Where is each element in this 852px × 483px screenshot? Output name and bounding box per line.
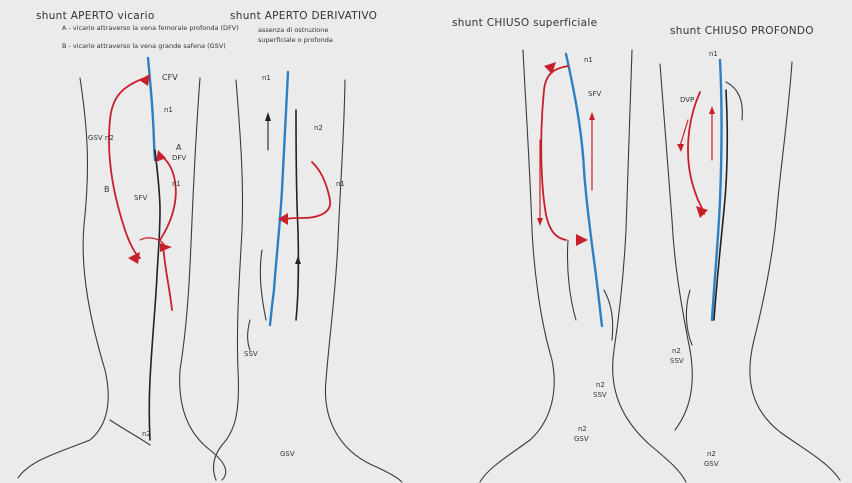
label-n1-top: n1 (164, 106, 173, 114)
flow-arrowhead-icon (295, 256, 301, 264)
panel-1-flow-arrows (128, 74, 172, 264)
label-n1-mid: n1 (336, 180, 345, 188)
label-n1-mid: n1 (172, 180, 181, 188)
panel-2-leg-outline (214, 80, 402, 482)
panel-1-title: shunt APERTO vicario (36, 10, 155, 22)
reflux-arrowhead-icon (160, 243, 172, 252)
flow-arrowhead-icon (265, 112, 271, 121)
label-sfv: SFV (588, 90, 601, 98)
label-gsv: GSV (280, 450, 295, 458)
label-n2-gsv-line2: GSV (704, 460, 719, 468)
label-n2-bottom: n2 (142, 430, 151, 438)
reflux-arrowhead-icon (128, 252, 140, 264)
panel-4-title: shunt CHIUSO PROFONDO (670, 25, 814, 37)
panel-3-flow-arrows (537, 62, 595, 246)
label-sfv: SFV (134, 194, 147, 202)
label-n2-gsv-line1: n2 (578, 425, 587, 433)
reflux-arrowhead-icon (677, 144, 684, 152)
panel-shunt-chiuso-superficiale: shunt CHIUSO superficiale n1 SFV n2 SSV … (452, 17, 686, 482)
label-n1: n1 (584, 56, 593, 64)
panel-2-title: shunt APERTO DERIVATIVO (230, 10, 377, 22)
panel-1-note-b: B - vicario attraverso la vena grande sa… (62, 42, 226, 50)
label-n2-gsv-line2: GSV (574, 435, 589, 443)
panel-2-note-1: assenza di ostruzione (258, 26, 328, 34)
reflux-arrowhead-icon (709, 106, 715, 114)
label-n2-ssv-line1: n2 (672, 347, 681, 355)
panel-2-veins (270, 72, 330, 325)
label-n1: n1 (709, 50, 718, 58)
label-n2-ssv-line1: n2 (596, 381, 605, 389)
reflux-arrowhead-icon (139, 74, 150, 86)
label-n2-ssv-line2: SSV (670, 357, 684, 365)
label-n2-ssv-line2: SSV (593, 391, 607, 399)
panel-3-leg-outline (480, 50, 686, 482)
label-b: B (104, 185, 110, 194)
panel-1-leg-outline (18, 78, 226, 480)
reflux-arrowhead-icon (156, 150, 166, 162)
panel-4-flow-arrows (677, 106, 715, 218)
panel-shunt-chiuso-profondo: shunt CHIUSO PROFONDO n1 DVP n2 SSV n2 G… (660, 25, 840, 480)
panel-3-title: shunt CHIUSO superficiale (452, 17, 597, 29)
label-dfv: DFV (172, 154, 186, 162)
reflux-arrowhead-icon (589, 112, 595, 120)
label-n2: n2 (314, 124, 323, 132)
label-gsv-n2: GSV n2 (88, 134, 114, 142)
reflux-arrowhead-icon (537, 218, 543, 226)
label-cfv: CFV (162, 73, 178, 82)
label-ssv: SSV (244, 350, 258, 358)
panel-shunt-aperto-vicario: shunt APERTO vicario A - vicario attrave… (18, 10, 239, 480)
panel-2-note-2: superficiale o profonda (258, 36, 333, 44)
label-dvp: DVP (680, 96, 694, 104)
label-a: A (176, 143, 182, 152)
label-n2-gsv-line1: n2 (707, 450, 716, 458)
reflux-arrowhead-icon (544, 62, 556, 74)
panel-1-note-a: A - vicario attraverso la vena femorale … (62, 24, 239, 32)
panel-shunt-aperto-derivativo: shunt APERTO DERIVATIVO assenza di ostru… (214, 10, 402, 482)
reflux-arrowhead-icon (576, 234, 588, 246)
label-n1-top: n1 (262, 74, 271, 82)
